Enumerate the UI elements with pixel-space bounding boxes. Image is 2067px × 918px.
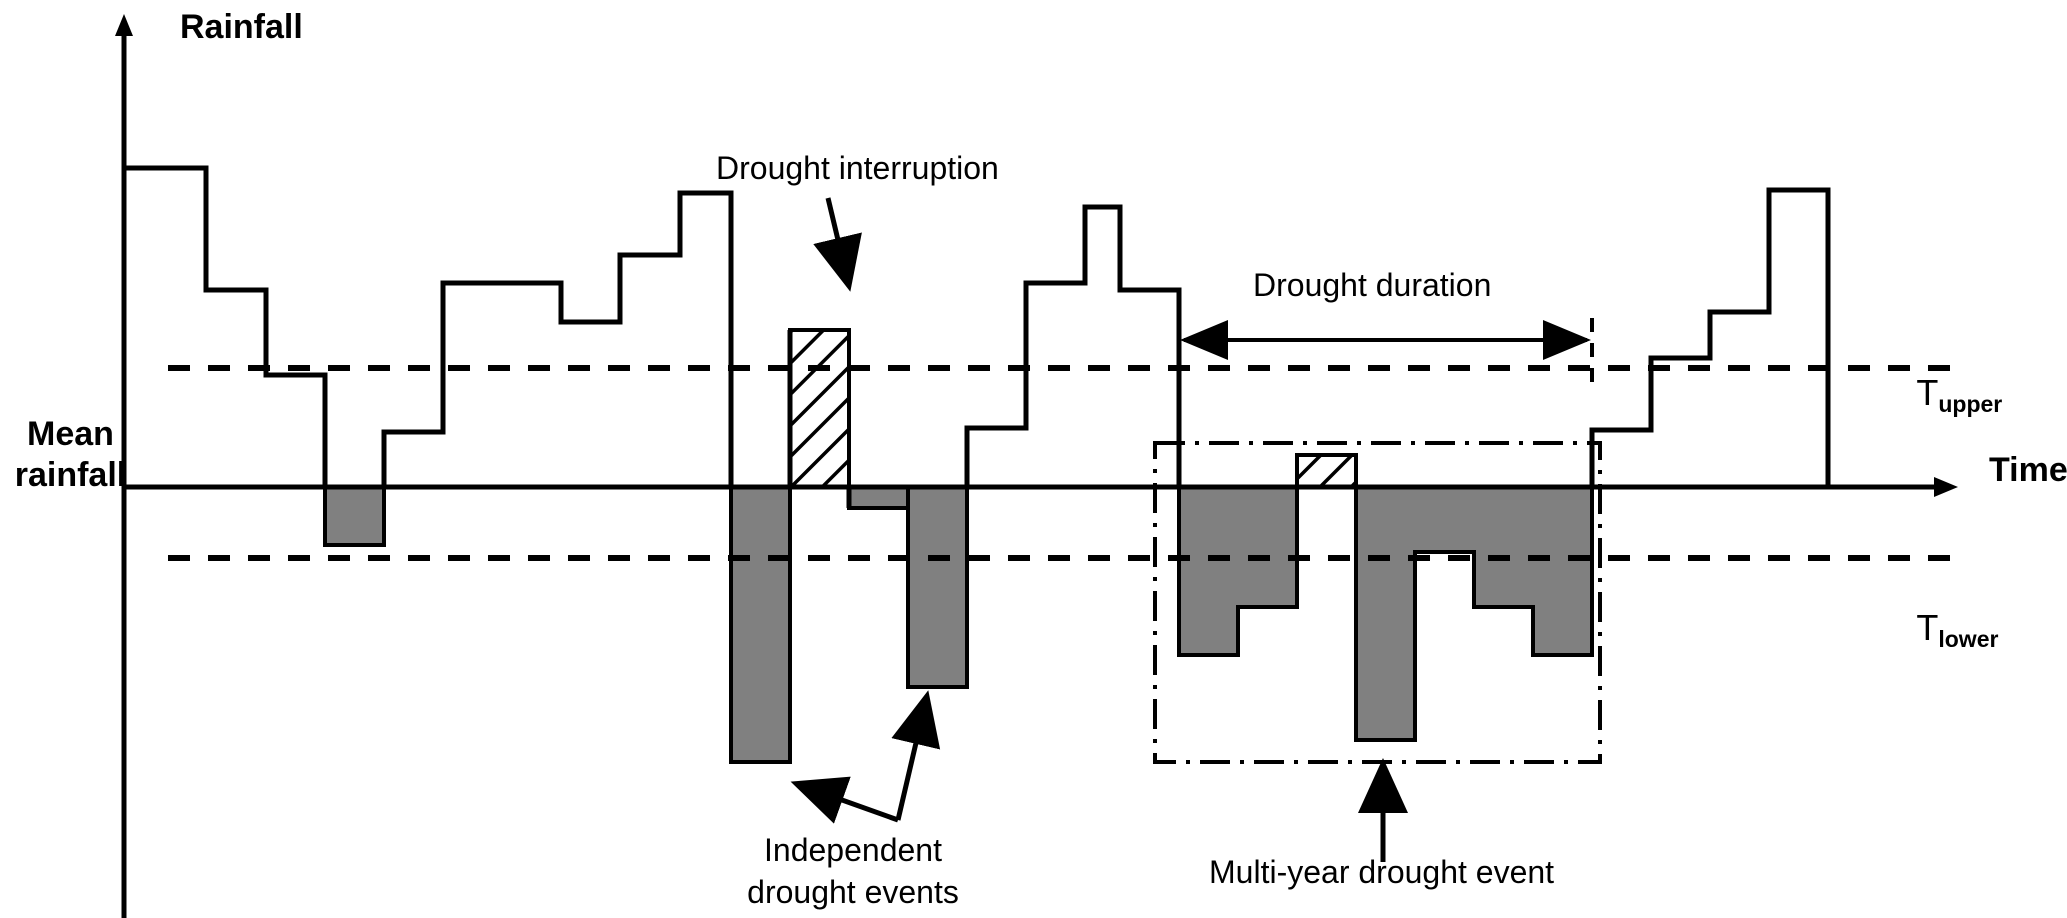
drought-interruption-label: Drought interruption xyxy=(716,150,999,186)
drought-duration-measure xyxy=(1177,318,1594,392)
independent-events-leader-arrows xyxy=(790,690,941,824)
multiyear-drought-block-right xyxy=(1354,485,1594,742)
drought-duration-label: Drought duration xyxy=(1253,267,1492,303)
drought-bar xyxy=(323,485,386,547)
upper-threshold-subscript: upper xyxy=(1938,391,2003,418)
upper-threshold-label: Tupper xyxy=(1877,330,2002,457)
interruption-bars-group xyxy=(788,328,1358,489)
mean-rainfall-label-line2: rainfall xyxy=(14,456,127,494)
drought-bar xyxy=(847,485,910,510)
lower-threshold-label: Tlower xyxy=(1877,565,1998,692)
y-axis-label: Rainfall xyxy=(180,8,303,46)
independent-drought-events-label-line1: Independent xyxy=(764,832,942,868)
x-axis-arrow-icon xyxy=(1934,477,1958,497)
x-axis-label: Time xyxy=(1989,451,2067,489)
multiyear-interruption-bar xyxy=(1295,453,1358,489)
drought-interruption-bar xyxy=(788,328,851,489)
lower-threshold-subscript: lower xyxy=(1938,626,1999,653)
drought-interruption-leader-arrow xyxy=(813,197,862,292)
lower-threshold-symbol: T xyxy=(1916,607,1939,649)
multiyear-drought-block-left xyxy=(1177,485,1299,657)
upper-threshold-symbol: T xyxy=(1916,372,1939,414)
y-axis xyxy=(115,14,133,918)
drought-bars-group xyxy=(323,485,1594,764)
y-axis-arrow-icon xyxy=(115,14,133,36)
x-axis-mean-rainfall-line xyxy=(124,477,1958,497)
drought-bar xyxy=(906,485,969,689)
drought-bar xyxy=(729,485,792,764)
independent-drought-events-label-line2: drought events xyxy=(747,874,959,910)
rainfall-step-series xyxy=(124,165,1831,508)
mean-rainfall-label-line1: Mean xyxy=(27,415,114,453)
multi-year-drought-event-label: Multi-year drought event xyxy=(1209,854,1555,890)
